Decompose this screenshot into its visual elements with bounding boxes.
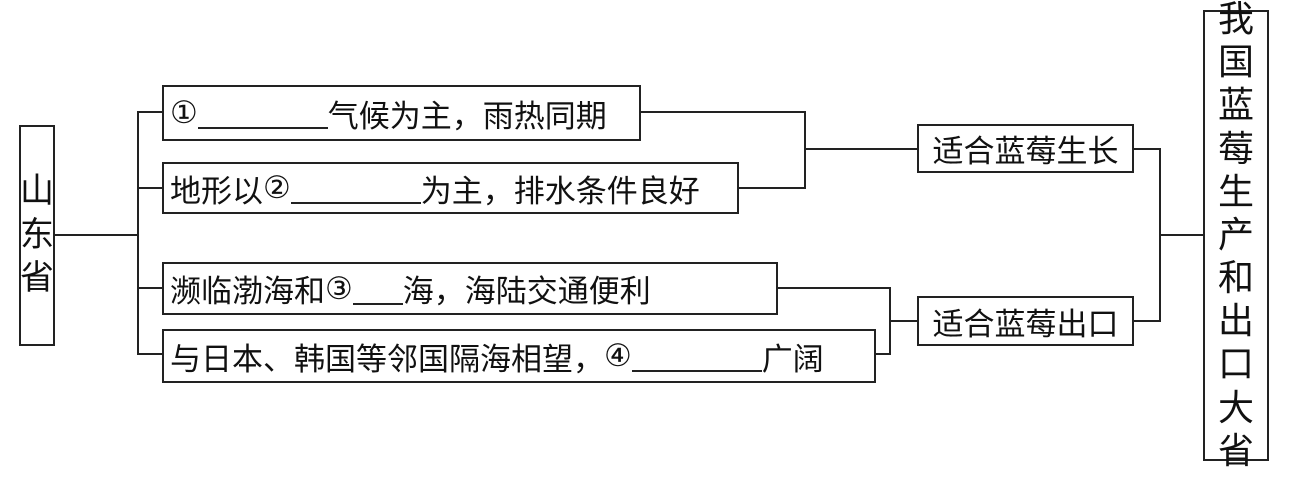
- conclusion-node: 我国蓝莓生产和出口大省: [1203, 0, 1269, 472]
- connector: [738, 187, 806, 189]
- answer-blank-2[interactable]: [290, 172, 421, 204]
- connector: [640, 111, 806, 113]
- connector: [875, 353, 891, 355]
- connector: [1159, 234, 1204, 236]
- answer-blank-4[interactable]: [631, 340, 762, 372]
- factor-market: 与日本、韩国等邻国隔海相望，④ 广阔: [162, 329, 876, 383]
- connector: [804, 148, 918, 150]
- blank-marker: ③: [325, 270, 353, 307]
- connector: [804, 111, 806, 189]
- connector: [137, 187, 163, 189]
- connector: [137, 111, 139, 355]
- result-text: 适合蓝莓生长: [932, 134, 1119, 170]
- conclusion-label: 我国蓝莓生产和出口大省: [1218, 0, 1255, 472]
- blank-marker: ①: [170, 95, 198, 131]
- factor-text: 海，海陆交通便利: [402, 274, 651, 310]
- factor-text: 地形以: [170, 173, 263, 210]
- result-growth: 适合蓝莓生长: [917, 124, 1134, 173]
- factor-climate: ① 气候为主，雨热同期: [162, 85, 641, 141]
- factor-text: 濒临渤海和: [170, 274, 325, 310]
- root-node: 山东省: [19, 125, 55, 346]
- root-label: 山东省: [20, 171, 54, 299]
- result-text: 适合蓝莓出口: [932, 306, 1119, 343]
- connector: [1133, 148, 1161, 150]
- result-export: 适合蓝莓出口: [917, 296, 1134, 346]
- connector: [137, 353, 163, 355]
- factor-text: 广阔: [761, 341, 824, 378]
- connector: [54, 234, 139, 236]
- blank-marker: ④: [604, 338, 632, 374]
- blank-marker: ②: [263, 170, 291, 206]
- connector: [777, 287, 891, 289]
- answer-blank-1[interactable]: [197, 97, 328, 129]
- connector: [137, 111, 163, 113]
- factor-text: 为主，排水条件良好: [420, 173, 700, 210]
- connector: [137, 287, 163, 289]
- factor-text: 与日本、韩国等邻国隔海相望，: [170, 341, 604, 378]
- connector: [1133, 320, 1161, 322]
- answer-blank-3[interactable]: [352, 273, 403, 305]
- factor-text: 气候为主，雨热同期: [327, 98, 607, 135]
- connector: [889, 320, 918, 322]
